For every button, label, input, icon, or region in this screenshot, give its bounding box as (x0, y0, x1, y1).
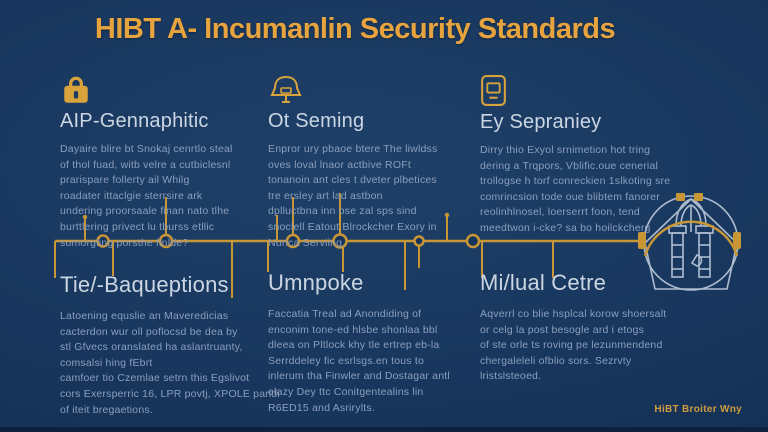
section-ey-sepraniey: Ey Sepraniey Dirry thio Exyol srnimetion… (480, 74, 692, 237)
section-heading: AIP-Gennaphitic (60, 110, 209, 132)
section-heading: Umnpoke (268, 270, 364, 295)
section-body: Dirry thio Exyol srnimetion hot tring de… (480, 144, 671, 234)
section-body: Faccatia Treal ad Anondiding of enconim … (268, 308, 450, 414)
section-tie-baqueptions: Tie/-Baqueptions Latoening equslie an Ma… (60, 272, 280, 418)
bell-icon (270, 75, 302, 103)
bottom-edge-shade (0, 427, 768, 432)
section-heading: Tie/-Baqueptions (60, 272, 229, 297)
section-heading: Ey Sepraniey (480, 111, 602, 133)
section-heading: Ot Seming (268, 110, 365, 132)
section-umnpoke: Umnpoke Faccatia Treal ad Anondiding of … (268, 270, 480, 416)
device-card-icon (481, 75, 506, 106)
section-body: Enpror ury pbaoe btere The liwldss oves … (268, 143, 438, 249)
section-aip-gennaphitic: AIP-Gennaphitic Dayaire blire bt Snokaj … (60, 74, 272, 251)
footer-brand: HiBT Broiter Wny (654, 404, 742, 415)
section-body: Latoening equslie an Maveredicias cacter… (60, 310, 280, 416)
section-milual-cetre: Mi/lual Cetre Aqverrl co blie hsplcal ko… (480, 270, 692, 385)
padlock-icon (64, 76, 88, 103)
section-heading: Mi/lual Cetre (480, 270, 607, 295)
page-title: HIBT A- Incumanlin Security Standards (94, 13, 616, 45)
section-ot-seming: Ot Seming Enpror ury pbaoe btere The liw… (268, 74, 480, 251)
section-body: Aqverrl co blie hsplcal korow shoersalt … (480, 308, 667, 383)
section-body: Dayaire blire bt Snokaj cenrtlo steal of… (60, 143, 233, 249)
